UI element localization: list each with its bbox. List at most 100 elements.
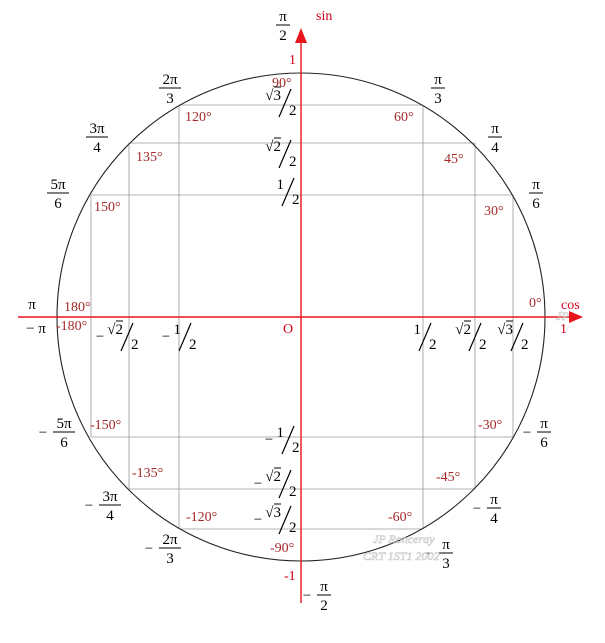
value-label-sqrt2over2-1: √22 bbox=[455, 320, 487, 353]
value-label-neg-sqrt2over2-4-numerator: √2 bbox=[107, 322, 123, 338]
rad-label-13: π 2− bbox=[303, 579, 331, 614]
watermark-small: JP bbox=[556, 309, 569, 323]
deg-label-neg45: -45° bbox=[436, 470, 460, 485]
rad-label-14: π3− bbox=[425, 537, 453, 572]
rad-label-5: 2π3 bbox=[159, 72, 181, 107]
rad-label-3-denominator: 3 bbox=[434, 91, 442, 107]
rad-label-10-denominator: 6 bbox=[60, 435, 68, 451]
value-label-sqrt3over2-2-denominator: 2 bbox=[521, 337, 529, 353]
rad-label-7: 5π6 bbox=[47, 177, 69, 212]
cos-one-label: 1 bbox=[560, 322, 567, 337]
origin-label: O bbox=[283, 322, 293, 337]
deg-label-0: 0° bbox=[529, 296, 542, 311]
value-label-sqrt3over2-7-numerator: √3 bbox=[265, 88, 281, 104]
rad-label-2-numerator: π bbox=[491, 121, 499, 137]
value-label-neg-half-8-minus: − bbox=[265, 432, 273, 448]
degree-labels: 0° 30° 45° 60° 90° 120° 135° 150° 180° -… bbox=[56, 76, 542, 556]
value-label-neg-half-8-denominator: 2 bbox=[292, 440, 300, 456]
sin-one-label: 1 bbox=[289, 53, 296, 68]
rad-label-10-minus: − bbox=[39, 425, 47, 441]
rad-label-7-numerator: 5π bbox=[50, 177, 66, 193]
value-label-sqrt2over2-6-denominator: 2 bbox=[289, 154, 297, 170]
value-label-sqrt3over2-2-slash bbox=[510, 322, 524, 352]
deg-label-45: 45° bbox=[444, 152, 464, 167]
value-label-neg-sqrt3over2-10-denominator: 2 bbox=[289, 520, 297, 536]
deg-label-60: 60° bbox=[394, 110, 414, 125]
rad-label-4: π2 bbox=[276, 9, 290, 44]
value-label-half-5-denominator: 2 bbox=[292, 192, 300, 208]
value-label-neg-sqrt2over2-9: √22− bbox=[254, 467, 297, 500]
value-label-sqrt2over2-6-slash bbox=[278, 139, 292, 169]
rad-label-1: π6 bbox=[529, 177, 543, 212]
rad-label-13-numerator: π bbox=[320, 579, 328, 595]
value-label-neg-half-3-denominator: 2 bbox=[189, 337, 197, 353]
watermark-line1: JP Ronceray bbox=[373, 532, 435, 546]
rad-label-8: π bbox=[28, 297, 36, 313]
rad-label-12: 2π3− bbox=[145, 532, 181, 567]
rad-label-13-denominator: 2 bbox=[320, 598, 328, 614]
rad-label-3-numerator: π bbox=[434, 72, 442, 88]
sin-axis-label: sin bbox=[316, 9, 332, 24]
rad-label-15-denominator: 4 bbox=[490, 511, 498, 527]
value-label-sqrt3over2-7: √3 2 bbox=[265, 86, 297, 119]
value-label-neg-sqrt3over2-10-slash bbox=[278, 505, 292, 535]
value-label-half-5: 12 bbox=[277, 177, 300, 208]
cos-axis-arrow bbox=[569, 311, 583, 323]
rad-label-6-numerator: 3π bbox=[89, 121, 105, 137]
rad-label-11-denominator: 4 bbox=[106, 508, 114, 524]
value-label-neg-half-8-numerator: 1 bbox=[277, 425, 285, 441]
rad-label-11-minus: − bbox=[85, 498, 93, 514]
deg-label-135: 135° bbox=[136, 150, 163, 165]
rad-label-16: π 6− bbox=[523, 416, 551, 451]
rad-label-11-numerator: 3π bbox=[102, 489, 118, 505]
rad-label-16-minus: − bbox=[523, 425, 531, 441]
cos-axis-label: cos bbox=[561, 298, 580, 313]
deg-label-30: 30° bbox=[484, 204, 504, 219]
rad-label-1-denominator: 6 bbox=[532, 196, 540, 212]
value-label-neg-sqrt2over2-4-minus: − bbox=[96, 329, 104, 345]
deg-label-neg90: -90° bbox=[270, 541, 294, 556]
deg-label-neg135: -135° bbox=[132, 466, 163, 481]
rad-label-1-numerator: π bbox=[532, 177, 540, 193]
value-label-sqrt3over2-7-denominator: 2 bbox=[289, 103, 297, 119]
value-label-neg-sqrt2over2-9-numerator: √2 bbox=[265, 469, 281, 485]
rad-label-13-minus: − bbox=[303, 588, 311, 604]
rad-label-4-numerator: π bbox=[279, 9, 287, 25]
guide-lines bbox=[90, 104, 514, 530]
deg-label-neg180: -180° bbox=[56, 319, 87, 334]
sin-minus-one-label: -1 bbox=[284, 569, 296, 584]
rad-label-15: π4− bbox=[473, 492, 501, 527]
rad-label-10: 5π 6− bbox=[39, 416, 75, 451]
value-label-sqrt3over2-2: √32 bbox=[497, 320, 529, 353]
rad-label-14-minus: − bbox=[425, 546, 433, 562]
rad-label-16-denominator: 6 bbox=[540, 435, 548, 451]
deg-label-180: 180° bbox=[64, 300, 91, 315]
value-label-neg-half-8-slash bbox=[281, 425, 295, 455]
rad-label-2-denominator: 4 bbox=[491, 140, 499, 156]
rad-label-10-numerator: 5π bbox=[56, 416, 72, 432]
rad-label-2: π4 bbox=[488, 121, 502, 156]
deg-label-150: 150° bbox=[94, 200, 121, 215]
rad-label-14-numerator: π bbox=[442, 537, 450, 553]
deg-label-neg30: -30° bbox=[478, 418, 502, 433]
rad-label-9-text: − π bbox=[26, 321, 46, 337]
rad-label-9: − π bbox=[26, 321, 46, 337]
rad-label-12-denominator: 3 bbox=[166, 551, 174, 567]
value-label-neg-half-3-minus: − bbox=[162, 329, 170, 345]
rad-label-16-numerator: π bbox=[540, 416, 548, 432]
watermark: JP Ronceray CRT 1ST1 2002 JP bbox=[363, 309, 570, 564]
value-label-half-0: 12 bbox=[414, 322, 437, 353]
value-label-sqrt2over2-1-denominator: 2 bbox=[479, 337, 487, 353]
value-label-neg-sqrt3over2-10: √32− bbox=[254, 503, 297, 536]
value-label-sqrt2over2-6-numerator: √2 bbox=[265, 139, 281, 155]
value-label-neg-sqrt2over2-9-denominator: 2 bbox=[289, 484, 297, 500]
value-label-half-5-slash bbox=[281, 177, 295, 207]
rad-label-11: 3π 4− bbox=[85, 489, 121, 524]
deg-label-120: 120° bbox=[185, 110, 212, 125]
value-label-half-0-denominator: 2 bbox=[429, 337, 437, 353]
value-label-sqrt3over2-7-slash bbox=[278, 88, 292, 118]
rad-label-6: 3π4 bbox=[86, 121, 108, 156]
value-label-half-0-numerator: 1 bbox=[414, 322, 422, 338]
